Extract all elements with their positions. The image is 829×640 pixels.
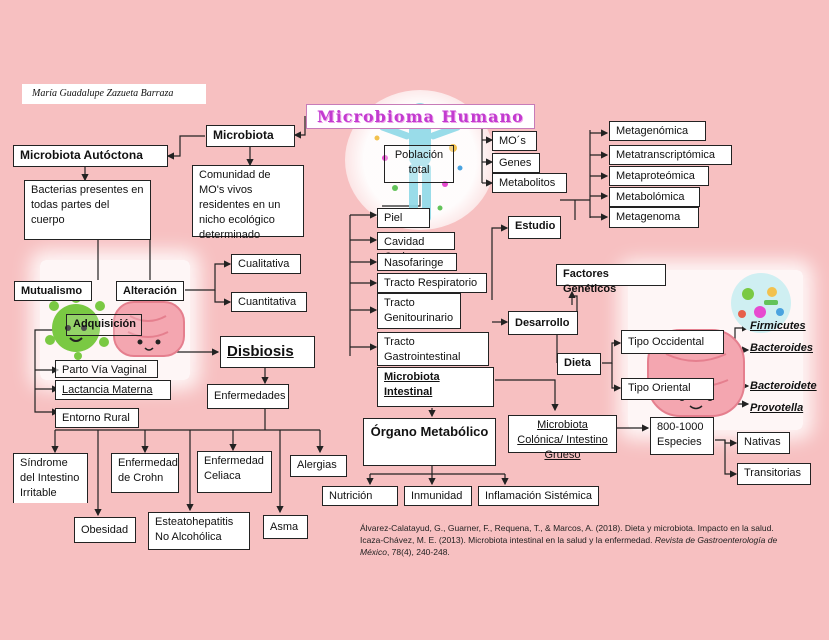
bacterias-node: Bacterias presentes en todas partes del … bbox=[24, 180, 151, 240]
transitorias-node: Transitorias bbox=[737, 463, 811, 485]
esteatohepatitis-node: Esteatohepatitis No Alcohólica bbox=[148, 512, 250, 550]
crohn-node: Enfermedad de Crohn bbox=[111, 453, 179, 493]
nutricion-node: Nutrición bbox=[322, 486, 398, 506]
poblacion-total-node: Población total bbox=[384, 145, 454, 183]
parto-vaginal-node: Parto Vía Vaginal bbox=[55, 360, 158, 378]
tipo-oriental-node: Tipo Oriental bbox=[621, 378, 714, 400]
microbes-illustration-icon bbox=[731, 273, 791, 333]
mos-node: MO´s bbox=[492, 131, 537, 151]
firmicutes-label: Firmicutes bbox=[750, 320, 806, 332]
cualitativa-node: Cualitativa bbox=[231, 254, 301, 274]
metabolitos-node: Metabolitos bbox=[492, 173, 567, 193]
provotella-label: Provotella bbox=[750, 402, 804, 414]
especies-node: 800-1000 Especies bbox=[650, 417, 714, 455]
microbiota-definition-node: Comunidad de MO's vivos residentes en un… bbox=[192, 165, 304, 241]
references: Álvarez-Calatayud, G., Guarner, F., Requ… bbox=[360, 522, 800, 558]
tracto-respiratorio-node: Tracto Respiratorio bbox=[377, 273, 487, 293]
lactancia-materna-node: Lactancia Materna bbox=[55, 380, 171, 400]
organo-metabolico-node: Órgano Metabólico bbox=[363, 418, 496, 466]
metabolomica-node: Metabolómica bbox=[609, 187, 700, 207]
reference-2-volume: , 78(4), 240-248. bbox=[386, 547, 450, 557]
adquisicion-node: Adquisición bbox=[66, 314, 142, 336]
dieta-node: Dieta bbox=[557, 353, 601, 375]
celiaca-node: Enfermedad Celiaca bbox=[197, 451, 272, 493]
metatranscriptomica-node: Metatranscriptómica bbox=[609, 145, 732, 165]
inflamacion-sistemica-node: Inflamación Sistémica bbox=[478, 486, 599, 506]
alergias-node: Alergias bbox=[290, 455, 347, 477]
nativas-node: Nativas bbox=[737, 432, 790, 454]
bacteroidete-label: Bacteroidete bbox=[750, 380, 817, 392]
estudio-node: Estudio bbox=[508, 216, 561, 239]
microbiota-colonica-node: Microbiota Colónica/ Intestino Grueso bbox=[508, 415, 617, 461]
tracto-gastrointestinal-node: Tracto Gastrointestinal bbox=[377, 332, 489, 366]
piel-node: Piel bbox=[377, 208, 430, 228]
bacteroides-label: Bacteroides bbox=[750, 342, 813, 354]
metagenomica-node: Metagenómica bbox=[609, 121, 706, 141]
desarrollo-node: Desarrollo bbox=[508, 311, 578, 335]
reference-2: Icaza-Chávez, M. E. (2013). Microbiota i… bbox=[360, 534, 800, 558]
factores-geneticos-node: Factores Genéticos bbox=[556, 264, 666, 295]
reference-2-journal: Revista de Gastroenterología de México bbox=[360, 535, 778, 557]
intestine-cartoon-icon bbox=[113, 301, 185, 357]
alteracion-node: Alteración bbox=[116, 281, 184, 301]
main-title: Microbioma Humano bbox=[306, 104, 535, 129]
cavidad-oral-node: Cavidad Oral bbox=[377, 232, 455, 263]
genes-node: Genes bbox=[492, 153, 540, 173]
tracto-genitourinario-node: Tracto Genitourinario bbox=[377, 293, 461, 329]
metaproteomica-node: Metaproteómica bbox=[609, 166, 709, 186]
asma-node: Asma bbox=[263, 515, 308, 539]
mutualismo-node: Mutualismo bbox=[14, 281, 92, 301]
disbiosis-node: Disbiosis bbox=[220, 336, 315, 368]
entorno-rural-node: Entorno Rural bbox=[55, 408, 139, 428]
tipo-occidental-node: Tipo Occidental bbox=[621, 330, 724, 354]
microbiota-autoctona-node: Microbiota Autóctona bbox=[13, 145, 168, 167]
reference-1: Álvarez-Calatayud, G., Guarner, F., Requ… bbox=[360, 523, 774, 533]
inmunidad-node: Inmunidad bbox=[404, 486, 472, 506]
microbiota-node: Microbiota bbox=[206, 125, 295, 147]
metagenoma-node: Metagenoma bbox=[609, 207, 699, 228]
sindrome-intestino-node: Síndrome del Intestino Irritable bbox=[13, 453, 88, 503]
cuantitativa-node: Cuantitativa bbox=[231, 292, 307, 312]
obesidad-node: Obesidad bbox=[74, 517, 136, 543]
nasofaringe-node: Nasofaringe bbox=[377, 253, 457, 271]
reference-2-authors: Icaza-Chávez, M. E. (2013). Microbiota i… bbox=[360, 535, 655, 545]
enfermedades-node: Enfermedades bbox=[207, 384, 289, 409]
author-label: María Guadalupe Zazueta Barraza bbox=[22, 84, 206, 104]
microbiota-intestinal-node: Microbiota Intestinal bbox=[377, 367, 494, 407]
